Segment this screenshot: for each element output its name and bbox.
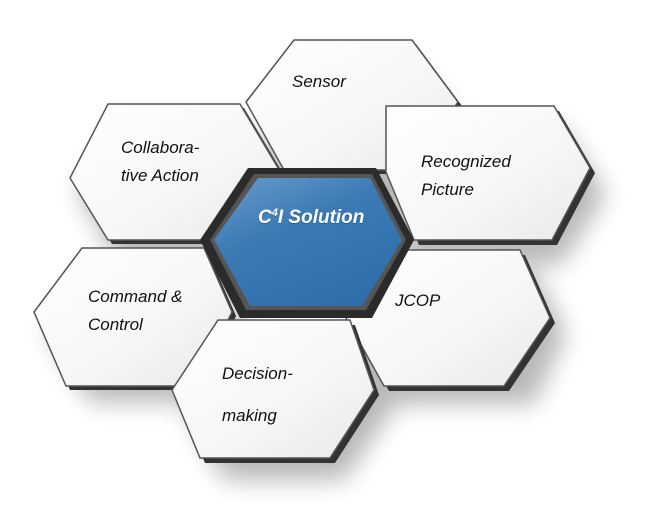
hex-recognized-picture <box>385 105 595 245</box>
node-label-command-control: Command & Control <box>88 287 183 334</box>
hex-center-c4i <box>200 168 414 318</box>
center-label: C4I Solution <box>258 207 365 228</box>
node-label-sensor: Sensor <box>292 72 346 91</box>
node-label-collaborative-action: Collabora- tive Action <box>121 138 200 185</box>
node-label-recognized-picture: Recognized Picture <box>421 152 511 199</box>
node-label-decision-making: Decision- making <box>222 364 293 425</box>
hex-decision-making <box>171 319 379 463</box>
node-label-jcop: JCOP <box>395 291 441 310</box>
hex-command-control <box>33 247 236 390</box>
hex-jcop <box>345 249 555 391</box>
